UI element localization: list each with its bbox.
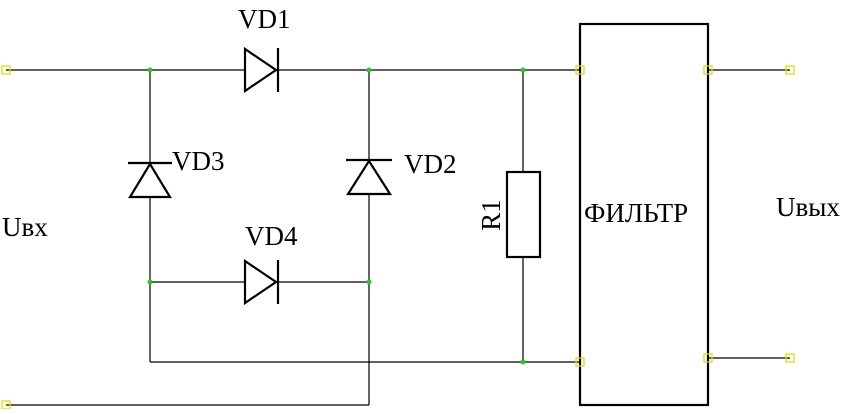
node (520, 359, 526, 365)
label-input-voltage: Uвх (2, 212, 48, 242)
terminal (575, 357, 585, 367)
label-r1: R1 (476, 199, 506, 231)
resistor-r1 (505, 170, 542, 259)
node (520, 67, 526, 73)
terminal (703, 353, 713, 363)
label-vd1: VD1 (238, 4, 291, 34)
label-vd3: VD3 (172, 146, 225, 176)
terminal (575, 65, 585, 75)
label-vd2: VD2 (404, 149, 457, 179)
node (147, 67, 153, 73)
terminal (785, 353, 795, 363)
filter-block (578, 22, 710, 407)
label-vd4: VD4 (245, 221, 298, 251)
terminal (785, 65, 795, 75)
node (366, 67, 372, 73)
label-output-voltage: Uвых (776, 192, 840, 222)
diode-vd4 (243, 258, 280, 306)
node (366, 279, 372, 285)
terminal-pins (1, 65, 795, 410)
label-filter: ФИЛЬТР (584, 198, 688, 228)
diode-vd2 (345, 158, 393, 196)
diode-vd1 (243, 46, 280, 94)
junction-nodes (147, 67, 526, 365)
diode-vd3 (128, 161, 172, 199)
terminal (1, 65, 11, 75)
terminal (703, 65, 713, 75)
node (147, 279, 153, 285)
wires (6, 69, 790, 406)
